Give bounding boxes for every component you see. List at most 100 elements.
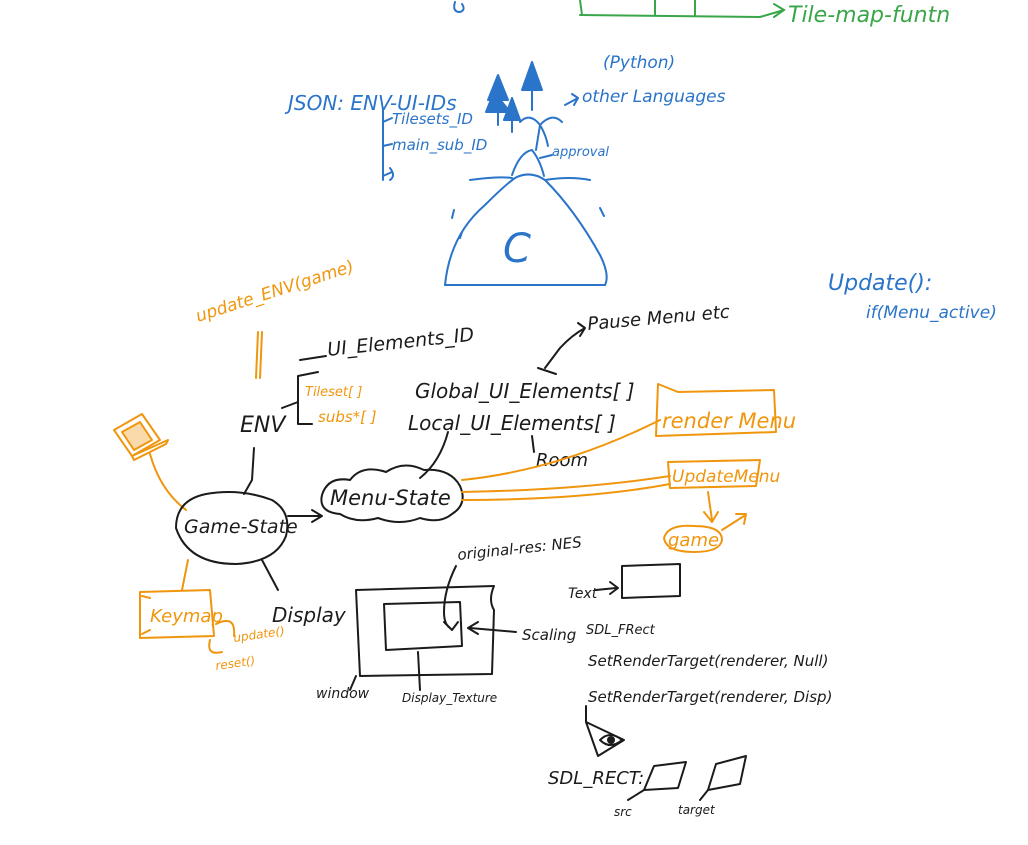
update-call-label: update() xyxy=(232,624,285,645)
ui-elements-underline xyxy=(299,355,327,361)
game-state-ellipse xyxy=(175,491,289,565)
update-note: Update(): if(Menu_active) xyxy=(828,271,997,323)
green-tick-1 xyxy=(579,0,583,16)
keymap-scroll-edges xyxy=(141,595,151,635)
laptop-connector xyxy=(149,453,187,511)
subs-label: subs*[ ] xyxy=(318,408,377,426)
menu-to-update-line-2 xyxy=(461,483,671,501)
menu-to-update-line-1 xyxy=(461,475,671,493)
tree-icon-3 xyxy=(503,97,521,133)
update-function-label: Update(): xyxy=(828,271,932,296)
laptop-icon xyxy=(121,421,153,451)
game-state-to-display xyxy=(261,559,279,591)
update-to-game-arrow xyxy=(703,491,719,523)
text-label: Text xyxy=(568,586,598,602)
update-menu-label: UpdateMenu xyxy=(672,467,780,487)
original-res-pointer xyxy=(443,565,459,631)
game-ellipse xyxy=(663,524,723,553)
render-menu-box xyxy=(655,383,777,437)
ui-elements-id-label: UI_Elements_ID xyxy=(326,324,475,361)
local-ui-connector xyxy=(419,431,449,479)
pause-menu-arrow xyxy=(544,322,586,369)
render-menu-label: render Menu xyxy=(662,409,796,433)
laptop-screen xyxy=(113,413,161,457)
window-pointer xyxy=(349,675,357,691)
scaling-label: Scaling xyxy=(522,626,576,644)
json-block: JSON: ENV-UI-IDs Tilesets_ID main_sub_ID… xyxy=(284,53,726,286)
json-item-tilesets: Tilesets_ID xyxy=(392,110,473,129)
json-item-main-sub: main_sub_ID xyxy=(392,136,487,155)
laptop-base xyxy=(131,439,169,461)
tile-map-func-label: Tile-map-funtn xyxy=(788,3,950,28)
rect-ticks xyxy=(627,789,709,801)
eye-pupil xyxy=(607,736,615,744)
menu-state-label: Menu-State xyxy=(330,486,451,510)
json-branch-3 xyxy=(382,167,394,181)
cut-off-blue-mark xyxy=(453,1,465,13)
env-label: ENV xyxy=(240,413,287,438)
display-texture-rect xyxy=(383,601,463,651)
tree-icon-2 xyxy=(521,61,543,111)
sdl-rect-label: SDL_RECT: xyxy=(548,768,644,789)
pause-menu-label: Pause Menu etc xyxy=(587,302,731,335)
src-label: src xyxy=(614,805,632,819)
menu-state-cloud xyxy=(320,464,464,523)
json-title: JSON: ENV-UI-IDs xyxy=(284,91,457,115)
target-label: target xyxy=(678,803,716,817)
target-rect xyxy=(707,755,747,791)
src-rect xyxy=(643,761,687,791)
env-to-game-state xyxy=(243,447,255,495)
tree-icon xyxy=(485,74,511,126)
other-languages-label: other Languages xyxy=(582,87,726,107)
update-env-label: update_ENV(game) xyxy=(193,257,356,327)
arrow-to-languages xyxy=(564,93,579,106)
json-branch-1 xyxy=(382,117,393,123)
pause-menu-tick xyxy=(537,367,557,375)
island-dashes xyxy=(451,207,605,239)
local-ui-elements-label: Local_UI_Elements[ ] xyxy=(408,411,616,435)
sdl-frect-label: SDL_FRect xyxy=(586,623,656,638)
island-peak xyxy=(511,149,545,177)
approval-label: approval xyxy=(552,145,609,160)
display-texture-label: Display_Texture xyxy=(402,691,497,705)
menu-active-condition: if(Menu_active) xyxy=(866,303,997,323)
original-res-label: original-res: NES xyxy=(457,533,583,564)
update-menu-box xyxy=(667,459,761,489)
game-state-block: Game-State Keymap update() reset() Displ… xyxy=(113,413,347,673)
window-rect xyxy=(355,585,495,677)
palm-tree-icon xyxy=(519,116,563,151)
window-label: window xyxy=(316,686,370,702)
keymap-box xyxy=(139,589,215,639)
game-arrow xyxy=(721,513,747,531)
scaling-arrow xyxy=(467,621,517,635)
text-rect xyxy=(621,563,681,599)
keymap-label: Keymap xyxy=(150,606,223,627)
display-texture-pointer xyxy=(417,651,421,691)
tileset-label: Tileset[ ] xyxy=(305,385,362,400)
display-block: original-res: NES Scaling window Display… xyxy=(316,533,832,819)
island-outline xyxy=(444,173,608,286)
global-ui-elements-label: Global_UI_Elements[ ] xyxy=(415,379,635,403)
green-arrow xyxy=(759,3,786,18)
eye-icon xyxy=(599,734,623,746)
green-underline-long xyxy=(579,14,761,18)
python-label: (Python) xyxy=(603,53,675,73)
room-connector xyxy=(531,435,535,453)
game-state-label: Game-State xyxy=(184,516,298,538)
keymap-loop xyxy=(208,620,236,654)
approval-pointer xyxy=(539,154,553,159)
set-render-target-null-label: SetRenderTarget(renderer, Null) xyxy=(588,652,828,670)
game-state-to-keymap xyxy=(181,559,189,591)
text-arrow xyxy=(595,581,619,595)
reset-call-label: reset() xyxy=(214,654,256,673)
island-waterline xyxy=(469,176,591,181)
top-fragment: Tile-map-funtn xyxy=(453,0,950,28)
island-letter: C xyxy=(503,226,531,272)
env-bracket xyxy=(281,371,319,425)
set-render-target-disp-label: SetRenderTarget(renderer, Disp) xyxy=(588,688,832,706)
json-branch-2 xyxy=(382,143,393,147)
game-label: game xyxy=(668,530,719,551)
game-to-menu-arrow xyxy=(287,509,323,523)
eye-triangle-icon xyxy=(585,721,625,757)
